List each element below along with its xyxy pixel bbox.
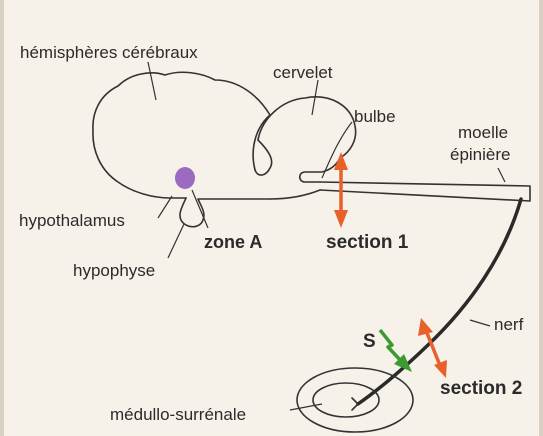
label-hypophyse: hypophyse [73, 261, 155, 280]
page-edge-left [0, 0, 4, 436]
label-section-1: section 1 [326, 232, 409, 253]
leader-moelle [498, 168, 505, 182]
cerebellum-outline [258, 97, 356, 158]
leader-hypophyse [168, 224, 184, 258]
label-moelle-line2: épinière [450, 145, 511, 164]
leader-hemispheres [148, 62, 156, 100]
leader-zone-a [192, 190, 208, 228]
bulbe-lower [270, 190, 320, 199]
cerebellum-folds [255, 140, 272, 175]
label-nerf: nerf [494, 315, 524, 334]
label-zone-a: zone A [204, 232, 262, 252]
nerve-line [358, 199, 521, 404]
leader-nerf [470, 320, 490, 326]
label-section-2: section 2 [440, 378, 522, 399]
adrenal-inner [313, 383, 379, 417]
spinal-cord-outline [320, 182, 530, 201]
nerve-ending [352, 398, 358, 410]
stimulus-arrow [380, 330, 412, 372]
label-hypothalamus: hypothalamus [19, 211, 125, 230]
label-medullo: médullo-surrénale [110, 405, 246, 424]
label-cervelet: cervelet [273, 63, 333, 82]
label-moelle-line1: moelle [458, 123, 508, 142]
label-hemispheres: hémisphères cérébraux [20, 43, 198, 62]
label-bulbe: bulbe [354, 107, 396, 126]
page-edge-right [539, 0, 543, 436]
zone-a-dot [175, 167, 195, 189]
leader-hypothalamus [158, 196, 172, 218]
hypophysis-outline [180, 198, 270, 227]
bulbe-outline [300, 158, 340, 182]
label-stimulus: S [363, 331, 376, 352]
